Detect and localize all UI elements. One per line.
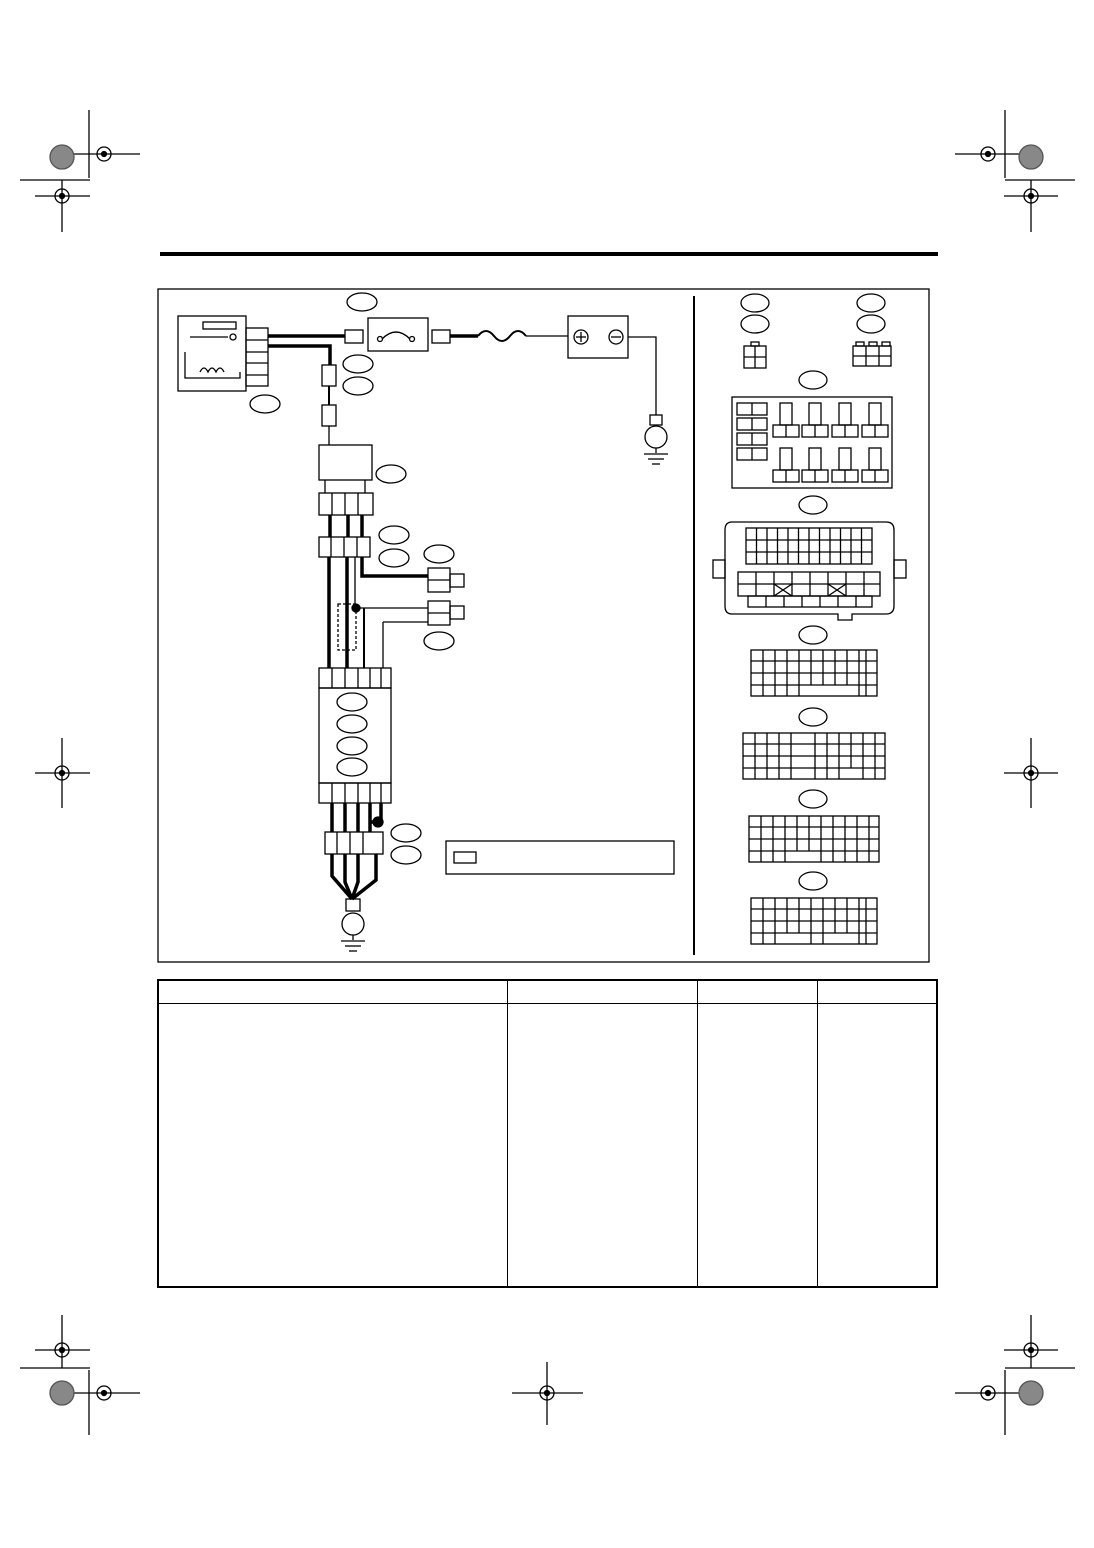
callout-bubbles-right — [740, 293, 886, 891]
callout-bubble — [346, 292, 378, 312]
callout-bubble — [856, 293, 886, 313]
table-header-cell — [816, 979, 938, 1004]
callout-bubble — [378, 525, 410, 545]
reg-mark-bottom-right — [955, 1315, 1075, 1435]
reg-mark-mid-right — [1004, 738, 1058, 808]
callout-bubble — [798, 707, 828, 727]
wiring-schematic — [177, 292, 675, 952]
callout-bubble — [390, 845, 422, 865]
table-header-cell — [696, 979, 818, 1004]
diagram-frame — [157, 288, 930, 963]
connector-multipin-b — [742, 732, 886, 780]
table-row — [157, 1003, 938, 1288]
callout-bubble — [336, 757, 368, 777]
callout-bubble — [798, 871, 828, 891]
connector-2pin — [743, 341, 767, 369]
connector-fuse-block — [731, 396, 893, 489]
crop-marks — [20, 110, 1075, 1435]
data-table — [157, 979, 938, 1288]
ground-symbol-battery — [644, 425, 668, 465]
color-target-top-left — [49, 144, 75, 170]
connector-multipin-c — [748, 815, 880, 863]
color-target-top-right — [1018, 144, 1044, 170]
color-target-bottom-left — [49, 1380, 75, 1406]
ground-symbol-body — [341, 912, 365, 952]
callout-bubble — [342, 376, 374, 396]
table-header-cell — [506, 979, 698, 1004]
fuse-box — [367, 317, 429, 352]
fusible-link — [477, 330, 527, 342]
table-header-cell — [157, 979, 508, 1004]
reg-mark-bottom-center — [512, 1362, 583, 1425]
connector-multipin-d — [750, 897, 878, 945]
table-cell — [696, 1003, 818, 1288]
connector-multipin-a — [750, 649, 878, 697]
callout-bubbles-left — [249, 292, 455, 865]
reg-mark-mid-left — [35, 738, 90, 808]
callout-bubble — [423, 544, 455, 564]
reg-mark-top-left — [20, 110, 140, 232]
callout-bubble — [336, 692, 368, 712]
callout-bubble — [378, 548, 410, 568]
connector-ecu — [712, 521, 907, 621]
table-cell — [506, 1003, 698, 1288]
callout-bubble — [423, 631, 455, 651]
callout-bubble — [798, 789, 828, 809]
callout-bubble — [856, 314, 886, 334]
callout-bubble — [390, 823, 422, 843]
callout-bubble — [342, 354, 374, 374]
reg-mark-top-right — [955, 110, 1075, 232]
callout-bubble — [798, 495, 828, 515]
connector-3pin — [852, 341, 892, 367]
callout-bubble — [375, 464, 407, 484]
callout-bubble — [249, 394, 281, 414]
callout-bubble — [336, 714, 368, 734]
legend-box — [445, 840, 675, 875]
module-block — [318, 687, 392, 784]
callout-bubble — [740, 314, 770, 334]
connector-views — [712, 293, 907, 945]
callout-bubble — [798, 370, 828, 390]
relay-block — [177, 315, 269, 392]
table-header-row — [157, 979, 938, 1004]
reg-mark-bottom-left — [20, 1315, 140, 1435]
callout-bubble — [740, 293, 770, 313]
table-cell — [157, 1003, 508, 1288]
control-unit-box — [318, 444, 373, 481]
table-cell — [816, 1003, 938, 1288]
callout-bubble — [798, 625, 828, 645]
color-target-bottom-right — [1018, 1380, 1044, 1406]
callout-bubble — [336, 736, 368, 756]
